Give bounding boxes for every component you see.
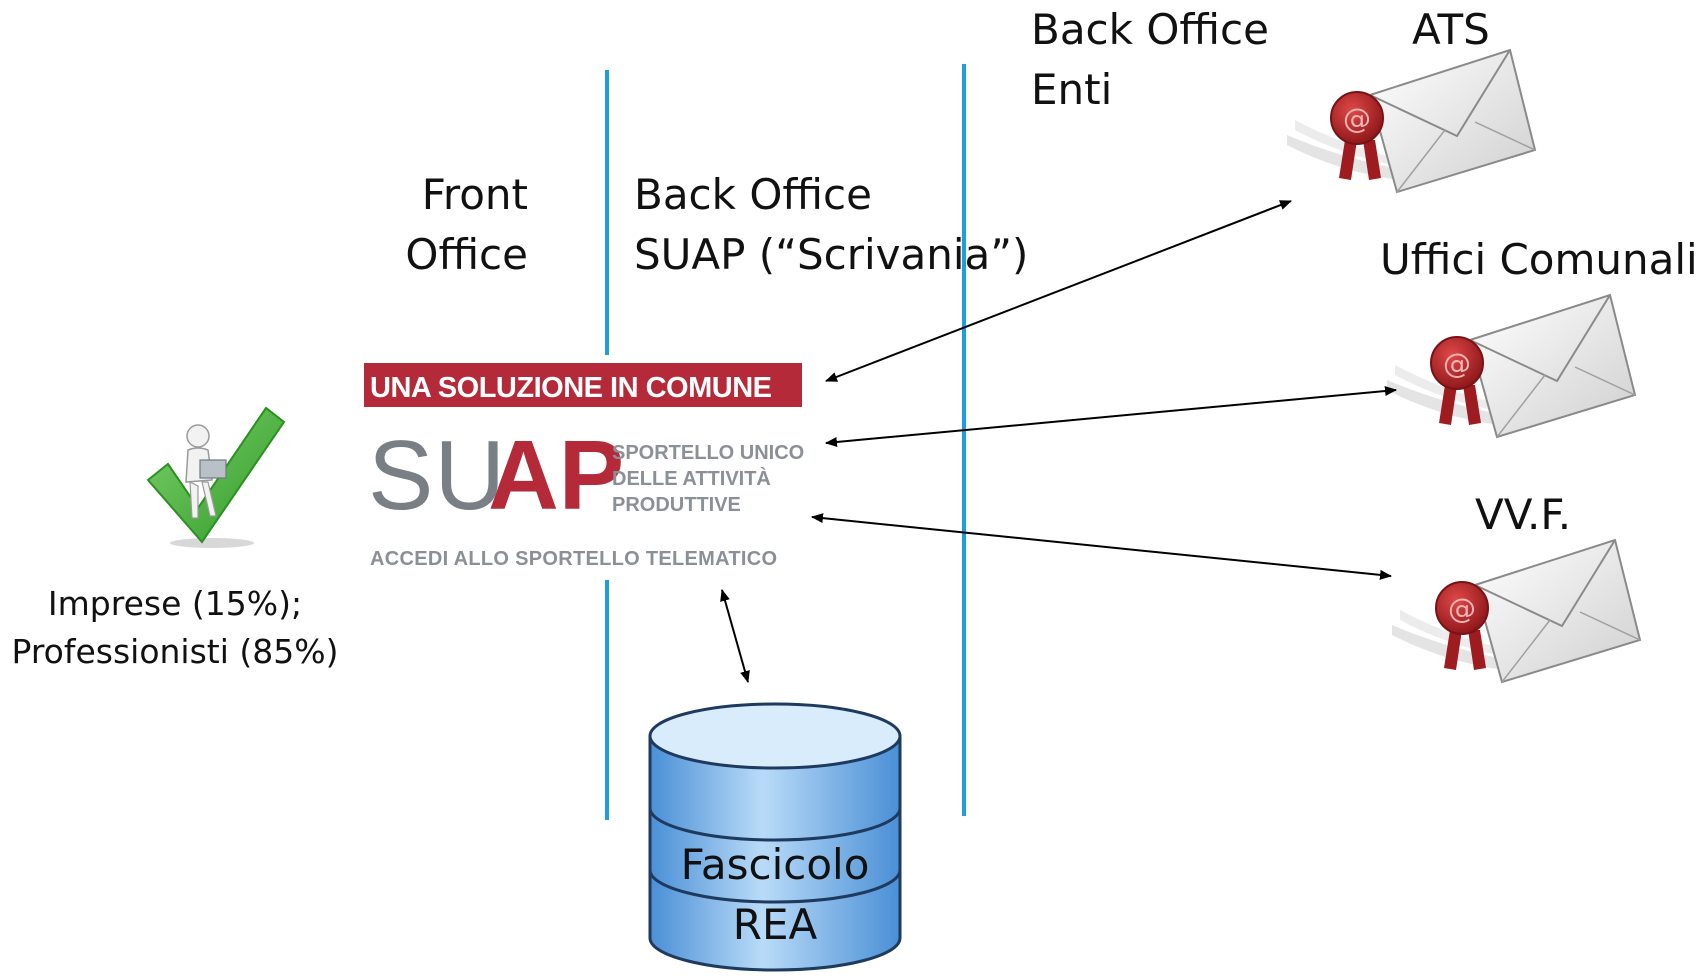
arrow-suap-uffici-comunali [825, 386, 1397, 447]
entity-label-vvf: VV.F. [1475, 490, 1572, 539]
suap-banner: UNA SOLUZIONE IN COMUNE [364, 363, 802, 407]
pec-mail-icon-vvf: @ [1392, 538, 1642, 684]
front-office-label: Front Office [405, 170, 528, 279]
arrow-suap-database [720, 589, 750, 683]
user-check-icon [146, 406, 286, 548]
users-label: Imprese (15%); Professionisti (85%) [11, 584, 339, 671]
arrow-suap-ats [825, 200, 1292, 382]
svg-text:@: @ [1443, 347, 1471, 380]
svg-text:@: @ [1448, 592, 1476, 625]
database-icon [648, 702, 902, 972]
back-office-enti-label: Back Office Enti [1031, 5, 1269, 114]
suap-logo-su: SU [368, 420, 507, 530]
arrow-suap-vvf [811, 513, 1392, 580]
suap-access-link[interactable]: ACCEDI ALLO SPORTELLO TELEMATICO [370, 548, 778, 570]
pec-mail-icon-uffici-comunali: @ [1387, 293, 1637, 439]
front-back-divider-lower [605, 580, 609, 820]
front-back-divider [605, 70, 609, 355]
entity-label-ats: ATS [1412, 5, 1490, 54]
svg-text:@: @ [1343, 102, 1371, 135]
suap-logo-ap: AP [488, 420, 625, 530]
suap-logo-subtitle: SPORTELLO UNICO DELLE ATTIVITÀ PRODUTTIV… [612, 442, 805, 516]
pec-mail-icon-ats: @ [1287, 48, 1537, 194]
database-label: Fascicolo REA [680, 840, 870, 949]
entity-label-uffici-comunali: Uffici Comunali [1380, 235, 1697, 284]
